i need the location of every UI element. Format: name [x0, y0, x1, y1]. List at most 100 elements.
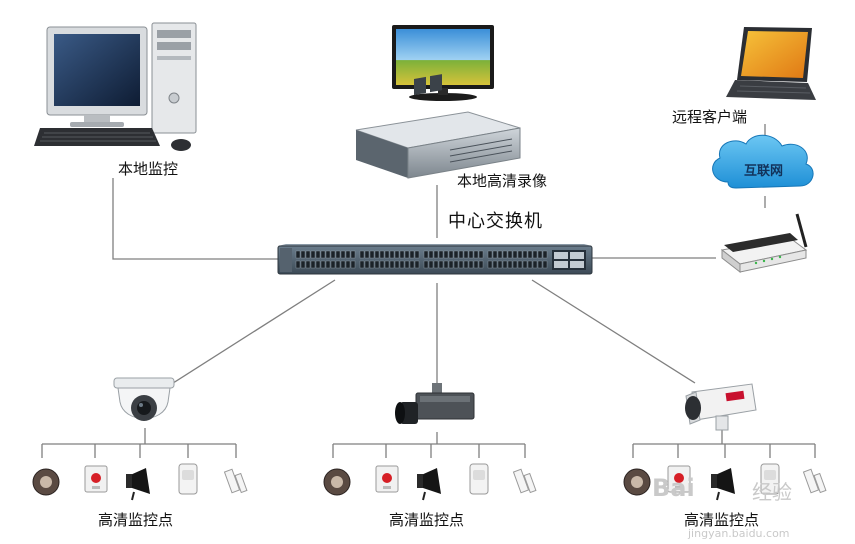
- switch-port: [350, 250, 356, 259]
- motion-sensor-icon: [178, 463, 198, 495]
- watermark-brand: Bai: [652, 474, 695, 502]
- switch-port: [374, 250, 380, 259]
- switch-port: [330, 260, 336, 269]
- switch-port: [369, 260, 375, 269]
- switch-port: [487, 250, 493, 259]
- switch-port: [463, 250, 469, 259]
- box-camera-icon: [395, 383, 475, 424]
- switch-port: [340, 260, 346, 269]
- label-hd-point-1: 高清监控点: [98, 511, 174, 529]
- dvr-server-icon: [355, 74, 521, 179]
- switch-port: [532, 260, 538, 269]
- switch-port: [340, 250, 346, 259]
- switch-port: [502, 260, 508, 269]
- alarm-button-icon: [375, 465, 399, 493]
- switch-port: [300, 250, 306, 259]
- switch-port: [453, 260, 459, 269]
- label-hd-point-3: 高清监控点: [684, 511, 760, 529]
- label-local-monitor: 本地监控: [118, 160, 179, 178]
- switch-port: [335, 260, 341, 269]
- switch-port: [458, 260, 464, 269]
- switch-port: [389, 250, 395, 259]
- switch-port: [325, 250, 331, 259]
- switch-port: [502, 250, 508, 259]
- switch-port: [522, 250, 528, 259]
- cloud-icon: [712, 134, 814, 189]
- switch-port: [433, 250, 439, 259]
- switch-port: [295, 260, 301, 269]
- core-switch-icon: [277, 244, 593, 275]
- switch-port: [384, 260, 390, 269]
- switch-port: [350, 260, 356, 269]
- label-hd-point-2: 高清监控点: [389, 511, 465, 529]
- switch-port: [433, 260, 439, 269]
- switch-port: [527, 250, 533, 259]
- router-icon: [720, 213, 808, 274]
- laptop-icon: [726, 27, 816, 100]
- door-sensor-icon: [223, 468, 248, 494]
- switch-port: [478, 250, 484, 259]
- switch-port: [414, 250, 420, 259]
- siren-icon: [711, 468, 735, 501]
- switch-port: [315, 250, 321, 259]
- motion-sensor-icon: [469, 463, 489, 495]
- switch-port: [335, 250, 341, 259]
- switch-port: [404, 260, 410, 269]
- switch-port: [527, 260, 533, 269]
- switch-port: [448, 260, 454, 269]
- switch-port: [423, 260, 429, 269]
- link-local-monitor: [112, 178, 282, 260]
- label-core-switch: 中心交换机: [448, 211, 543, 232]
- switch-port: [394, 250, 400, 259]
- switch-port: [497, 250, 503, 259]
- switch-port: [522, 260, 528, 269]
- switch-port: [330, 250, 336, 259]
- switch-port: [315, 260, 321, 269]
- siren-icon: [417, 468, 441, 501]
- siren-icon: [126, 468, 150, 501]
- switch-port: [473, 260, 479, 269]
- label-internet: 互联网: [744, 164, 784, 179]
- switch-port: [507, 250, 513, 259]
- switch-port: [512, 260, 518, 269]
- switch-port: [443, 250, 449, 259]
- switch-port: [310, 260, 316, 269]
- link-camera-1: [169, 279, 336, 386]
- switch-port: [345, 250, 351, 259]
- watermark-url: jingyan.baidu.com: [688, 527, 790, 540]
- switch-port: [305, 260, 311, 269]
- switch-port: [517, 260, 523, 269]
- speaker-icon: [32, 468, 60, 496]
- switch-port: [458, 250, 464, 259]
- switch-port: [443, 260, 449, 269]
- switch-port: [517, 250, 523, 259]
- switch-port: [423, 250, 429, 259]
- alarm-button-icon: [667, 465, 691, 493]
- switch-port: [359, 250, 365, 259]
- switch-port: [542, 250, 548, 259]
- desktop-pc-icon: [34, 22, 197, 151]
- switch-port: [542, 260, 548, 269]
- switch-port: [414, 260, 420, 269]
- label-remote-client: 远程客户端: [672, 108, 748, 126]
- switch-port: [438, 250, 444, 259]
- switch-port: [448, 250, 454, 259]
- switch-port: [320, 260, 326, 269]
- tv-icon: [392, 25, 494, 101]
- switch-port: [379, 250, 385, 259]
- switch-port: [369, 250, 375, 259]
- connection-lines: [41, 124, 816, 458]
- switch-port: [295, 250, 301, 259]
- switch-port: [374, 260, 380, 269]
- switch-port: [389, 260, 395, 269]
- switch-port: [325, 260, 331, 269]
- switch-port: [345, 260, 351, 269]
- switch-port: [394, 260, 400, 269]
- switch-port: [320, 250, 326, 259]
- link-camera-3: [531, 279, 696, 384]
- switch-port: [399, 250, 405, 259]
- switch-port: [379, 260, 385, 269]
- switch-port: [537, 250, 543, 259]
- switch-port: [364, 260, 370, 269]
- switch-port: [409, 250, 415, 259]
